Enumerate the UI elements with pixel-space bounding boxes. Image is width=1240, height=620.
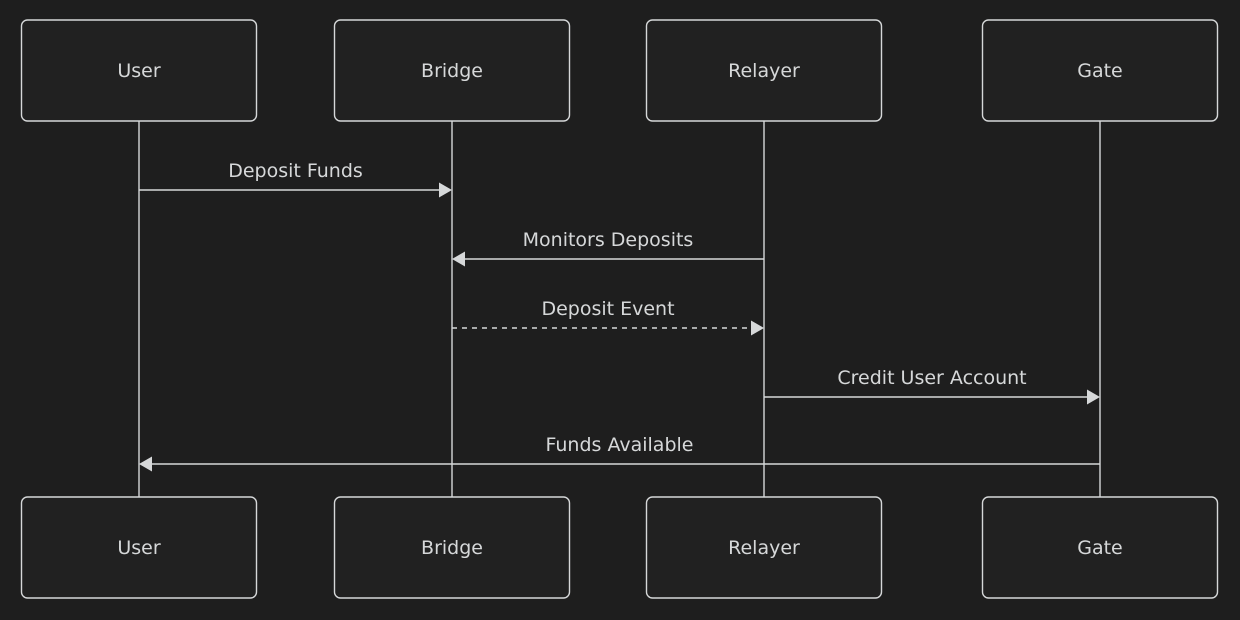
actor-label-gate-top: Gate: [1077, 60, 1123, 82]
actor-gate-bottom[interactable]: Gate: [981, 496, 1219, 599]
message-label-deposit-event: Deposit Event: [541, 298, 674, 320]
actor-box-gate-bottom[interactable]: [981, 496, 1219, 599]
actor-user-top[interactable]: User: [20, 19, 258, 122]
message-arrowhead-deposit-event: [751, 320, 764, 336]
actor-box-bridge-bottom[interactable]: [333, 496, 571, 599]
actor-box-user-top[interactable]: [20, 19, 258, 122]
actor-user-bottom[interactable]: User: [20, 496, 258, 599]
actor-box-user-bottom[interactable]: [20, 496, 258, 599]
message-arrowhead-monitors-deposits: [452, 251, 465, 267]
message-deposit-event[interactable]: Deposit Event: [452, 298, 764, 336]
actor-bridge-bottom[interactable]: Bridge: [333, 496, 571, 599]
message-deposit-funds[interactable]: Deposit Funds: [139, 160, 452, 198]
message-arrowhead-credit-user-account: [1087, 389, 1100, 405]
actor-box-bridge-top[interactable]: [333, 19, 571, 122]
actor-relayer-bottom[interactable]: Relayer: [645, 496, 883, 599]
actor-label-bridge-bottom: Bridge: [421, 537, 483, 559]
actor-label-user-top: User: [117, 60, 160, 82]
actor-label-relayer-top: Relayer: [728, 60, 800, 82]
actor-box-relayer-top[interactable]: [645, 19, 883, 122]
actor-label-user-bottom: User: [117, 537, 160, 559]
message-label-credit-user-account: Credit User Account: [837, 367, 1026, 389]
actor-gate-top[interactable]: Gate: [981, 19, 1219, 122]
message-label-funds-available: Funds Available: [546, 434, 694, 456]
actor-relayer-top[interactable]: Relayer: [645, 19, 883, 122]
message-credit-user-account[interactable]: Credit User Account: [764, 367, 1100, 405]
actor-boxes-bottom: User Bridge Relayer Gate: [20, 496, 1219, 599]
actor-label-relayer-bottom: Relayer: [728, 537, 800, 559]
lifelines-group: [138, 121, 1101, 497]
actor-label-bridge-top: Bridge: [421, 60, 483, 82]
message-monitors-deposits[interactable]: Monitors Deposits: [452, 229, 764, 267]
actor-bridge-top[interactable]: Bridge: [333, 19, 571, 122]
message-funds-available[interactable]: Funds Available: [139, 434, 1100, 472]
message-label-deposit-funds: Deposit Funds: [228, 160, 363, 182]
message-label-monitors-deposits: Monitors Deposits: [523, 229, 694, 251]
message-arrowhead-deposit-funds: [439, 182, 452, 198]
actor-box-relayer-bottom[interactable]: [645, 496, 883, 599]
actor-label-gate-bottom: Gate: [1077, 537, 1123, 559]
message-arrowhead-funds-available: [139, 456, 152, 472]
actor-box-gate-top[interactable]: [981, 19, 1219, 122]
actor-boxes-top: User Bridge Relayer Gate: [20, 19, 1219, 122]
